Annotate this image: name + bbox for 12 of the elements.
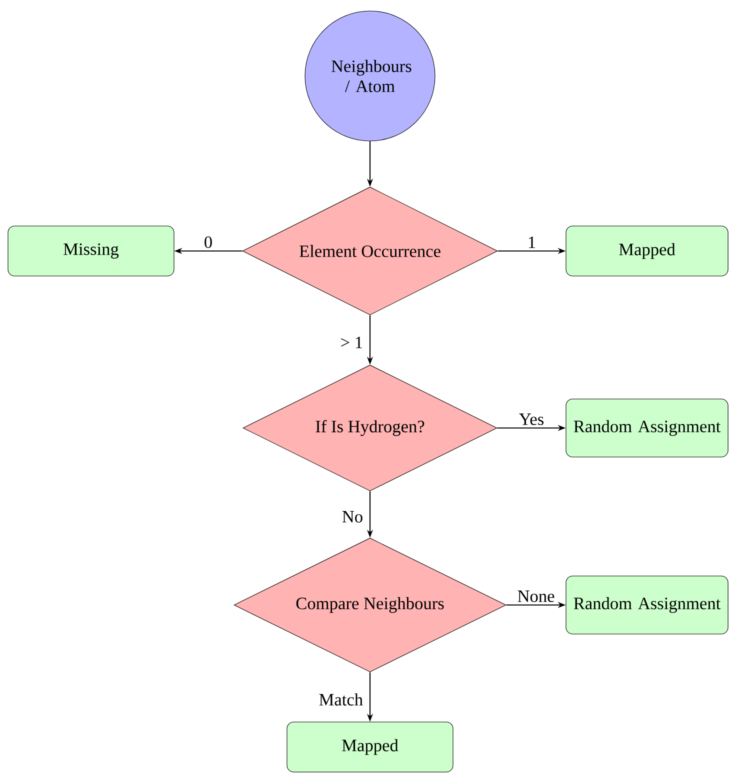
process-box: Missing: [8, 226, 174, 276]
edge-label: No: [342, 511, 362, 523]
edge-label: Match: [319, 693, 363, 706]
edge-label: None: [518, 590, 554, 602]
edge-label: 0: [204, 236, 212, 248]
process-box: Random Assignment: [566, 398, 728, 458]
edge-label: > 1: [341, 336, 362, 348]
edge-label: 1: [528, 236, 536, 248]
process-box: Random Assignment: [566, 576, 728, 634]
process-box: Mapped: [566, 226, 728, 276]
process-box: Mapped: [286, 722, 454, 772]
edge-label: Yes: [519, 414, 544, 426]
